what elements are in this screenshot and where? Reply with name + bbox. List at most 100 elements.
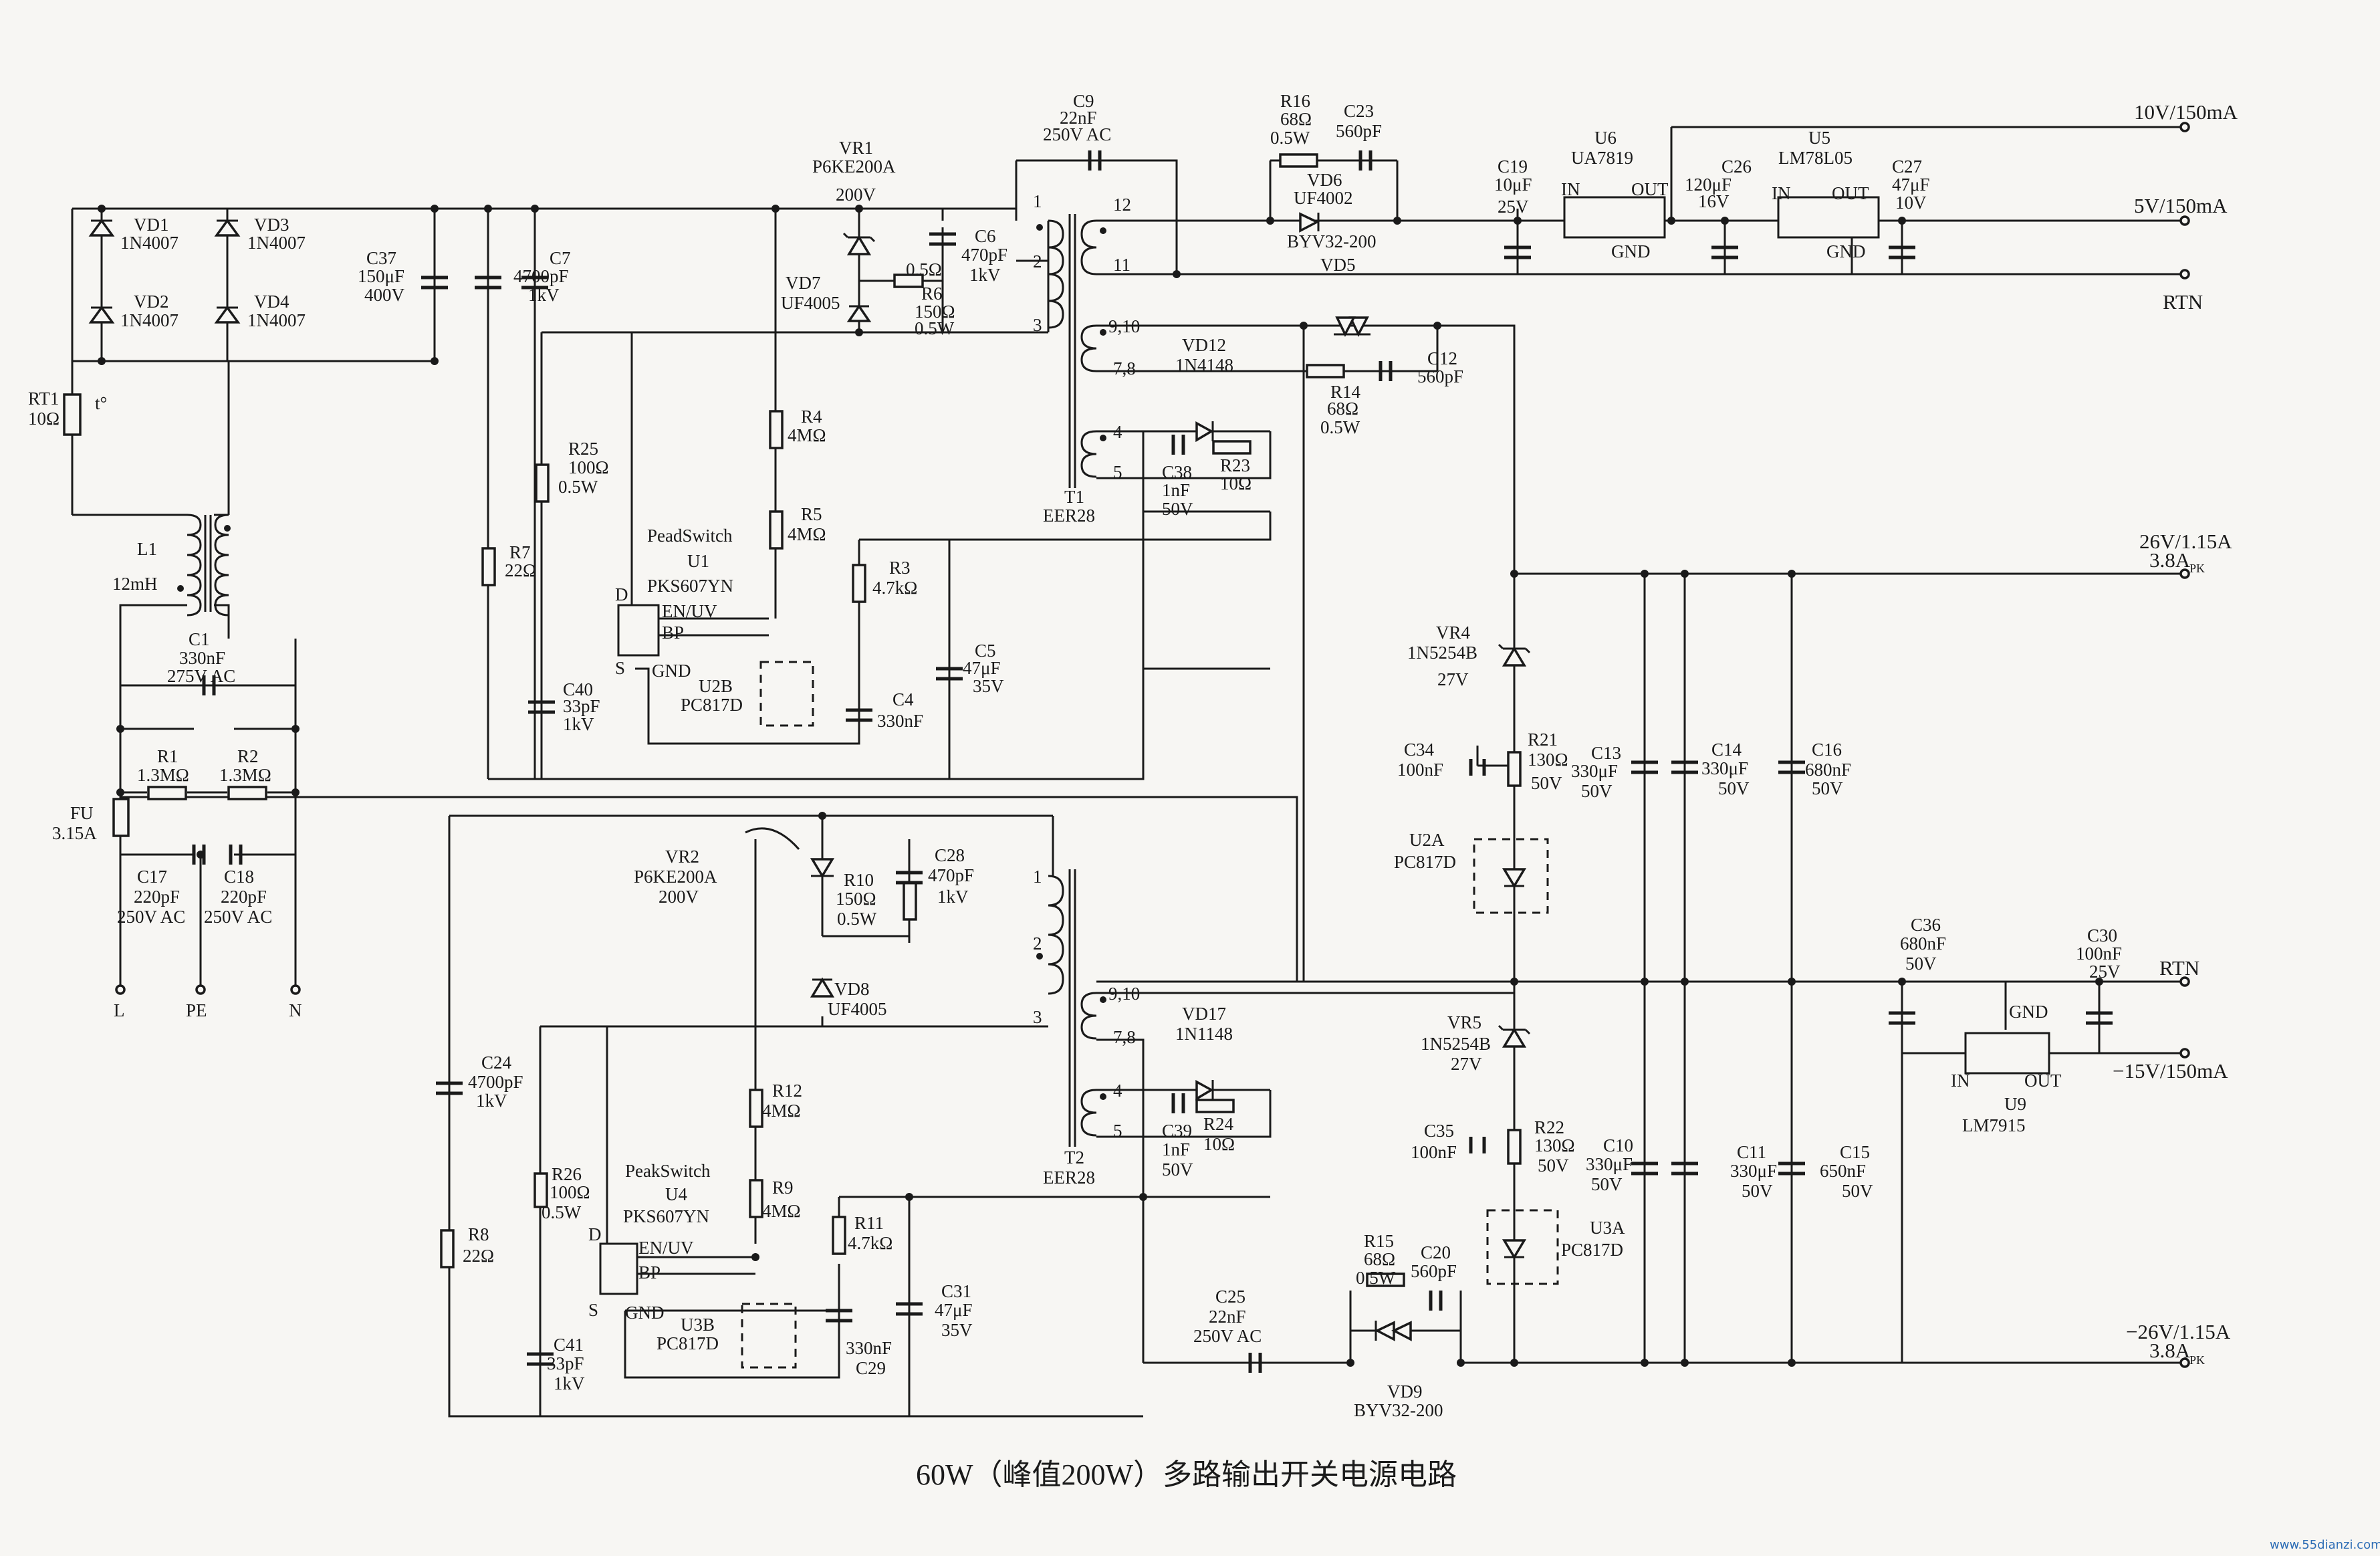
capacitor-c37 <box>421 275 448 290</box>
label-r22-val: 130Ω <box>1534 1135 1575 1155</box>
zener-vr1 <box>842 232 876 255</box>
resistor-r4 <box>769 410 784 449</box>
label-u9-gnd: GND <box>2009 1002 2048 1022</box>
label-r7-val: 22Ω <box>505 560 536 580</box>
label-c18-rating: 250V AC <box>204 907 272 927</box>
label-t2-pin-910: 9,10 <box>1108 984 1140 1004</box>
label-u6-part: UA7819 <box>1571 148 1633 168</box>
label-r16-val: 68Ω <box>1280 109 1312 129</box>
label-c40: C40 <box>563 679 593 699</box>
label-r24: R24 <box>1203 1114 1234 1134</box>
label-out-26v-pk-sub: PK <box>2189 562 2205 575</box>
label-c40-rating: 1kV <box>563 714 594 734</box>
label-c5-val: 47μF <box>963 658 1001 678</box>
label-vd4-part: 1N4007 <box>247 310 306 330</box>
label-rtn-2: RTN <box>2159 956 2199 980</box>
label-c11: C11 <box>1737 1142 1766 1162</box>
label-c27-val: 47μF <box>1892 175 1930 195</box>
label-c18: C18 <box>224 867 254 887</box>
label-u5-in: IN <box>1772 183 1791 203</box>
capacitor-c28 <box>896 871 923 885</box>
resistor-r26 <box>533 1172 548 1208</box>
label-u4-pin-d: D <box>588 1224 602 1244</box>
capacitor-c11 <box>1671 1161 1698 1176</box>
capacitor-c9 <box>1088 150 1102 171</box>
label-c37-rating: 400V <box>364 285 405 305</box>
fuse-fu <box>112 798 130 837</box>
diode-vd12 <box>1334 316 1371 337</box>
figure-caption: 60W（峰值200W）多路输出开关电源电路 <box>916 1458 1457 1491</box>
label-vr4-val: 27V <box>1437 669 1469 689</box>
label-c27: C27 <box>1892 156 1922 177</box>
label-u5-part: LM78L05 <box>1778 148 1853 168</box>
label-c26: C26 <box>1721 156 1752 177</box>
label-c7-rating: 1kV <box>528 285 560 305</box>
label-c28: C28 <box>935 845 965 865</box>
label-r3-val: 4.7kΩ <box>872 578 917 598</box>
capacitor-c30 <box>2086 1011 2113 1025</box>
label-rt1: RT1 <box>28 388 59 409</box>
label-u4-pin-gnd: GND <box>625 1303 665 1323</box>
label-vd2-part: 1N4007 <box>120 310 178 330</box>
label-r4: R4 <box>801 407 822 427</box>
label-c10: C10 <box>1603 1135 1633 1155</box>
capacitor-c25 <box>1248 1353 1262 1373</box>
zener-vr4 <box>1498 643 1531 667</box>
label-u4-part: PKS607YN <box>623 1206 709 1226</box>
resistor-r2 <box>227 786 267 800</box>
capacitor-c20 <box>1429 1291 1443 1311</box>
label-vd12-part: 1N4148 <box>1175 355 1233 375</box>
label-vd8-part: UF4005 <box>828 999 887 1019</box>
label-u9: U9 <box>2004 1094 2026 1114</box>
label-u5: U5 <box>1808 128 1830 148</box>
label-r21-rating: 50V <box>1531 773 1562 793</box>
label-r14: R14 <box>1330 382 1361 402</box>
label-c20: C20 <box>1421 1242 1451 1262</box>
resistor-r16 <box>1279 153 1318 168</box>
capacitor-c39 <box>1171 1093 1185 1113</box>
label-r25-rating: 0.5W <box>558 477 598 497</box>
label-c1-val: 330nF <box>179 648 225 668</box>
diode-vd6 <box>1299 212 1320 233</box>
label-u1-brand: PeadSwitch <box>647 526 733 546</box>
label-vr5-part: 1N5254B <box>1421 1034 1491 1054</box>
capacitor-c41 <box>527 1352 554 1366</box>
label-u5-out: OUT <box>1832 183 1869 203</box>
capacitor-c36 <box>1889 1011 1915 1025</box>
label-c6-rating: 1kV <box>969 265 1001 285</box>
label-r14-val: 68Ω <box>1327 399 1358 419</box>
label-c41-rating: 1kV <box>554 1373 585 1394</box>
label-r23-val: 10Ω <box>1220 473 1252 493</box>
optocoupler-u3b-box <box>741 1303 797 1369</box>
label-u6-out: OUT <box>1631 179 1669 199</box>
label-r21-val: 130Ω <box>1528 750 1568 770</box>
label-u3b: U3B <box>681 1315 715 1335</box>
resistor-r9 <box>749 1179 763 1218</box>
label-r12: R12 <box>772 1081 802 1101</box>
label-vr1-val: 200V <box>836 185 876 205</box>
label-c19: C19 <box>1498 156 1528 177</box>
label-c39-rating: 50V <box>1162 1159 1193 1180</box>
label-c7: C7 <box>550 248 571 268</box>
label-u1: U1 <box>687 551 709 571</box>
label-r26-rating: 0.5W <box>542 1202 582 1222</box>
label-c38-rating: 50V <box>1162 499 1193 519</box>
label-c35-val: 100nF <box>1411 1142 1457 1162</box>
label-u2b-part: PC817D <box>681 695 743 715</box>
label-u2a-part: PC817D <box>1394 852 1456 872</box>
capacitor-c18 <box>229 845 243 865</box>
diode-vd7 <box>846 304 872 322</box>
label-vr4-part: 1N5254B <box>1407 643 1477 663</box>
label-c1: C1 <box>189 629 210 649</box>
diode-vd9 <box>1375 1321 1412 1341</box>
label-r22-rating: 50V <box>1538 1155 1569 1176</box>
capacitor-c13 <box>1631 760 1658 774</box>
arrow-vr2 <box>745 827 800 850</box>
label-r5: R5 <box>801 504 822 524</box>
resistor-r1 <box>147 786 187 800</box>
label-u9-part: LM7915 <box>1962 1115 2026 1135</box>
label-c31-val: 47μF <box>935 1300 973 1320</box>
label-vd6: VD6 <box>1307 170 1342 190</box>
label-c40-val: 33pF <box>563 696 600 716</box>
label-c18-val: 220pF <box>221 887 267 907</box>
